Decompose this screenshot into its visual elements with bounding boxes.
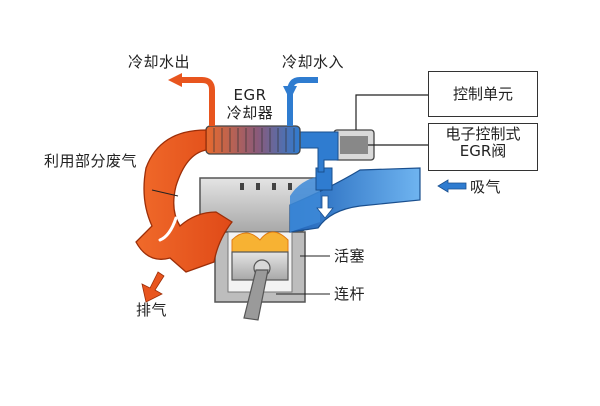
exhaust-manifold xyxy=(135,129,233,273)
leader-lines xyxy=(151,189,330,295)
intake-label: 吸气 xyxy=(470,178,502,196)
connecting-rod-label: 连杆 xyxy=(334,285,366,303)
exhaust-arrow xyxy=(141,271,165,303)
cooled-egr-pipe xyxy=(295,131,339,173)
combustion-flame xyxy=(231,231,289,253)
control-wiring xyxy=(355,94,428,146)
control-unit-label: 控制单元 xyxy=(452,85,513,103)
coolant-out-label: 冷却水出 xyxy=(128,53,191,71)
egr-cooler-label-line2: 冷却器 xyxy=(226,104,274,122)
coolant-in-label: 冷却水入 xyxy=(282,53,345,71)
coolant-in-arrow xyxy=(283,86,297,100)
recirculated-exhaust-label: 利用部分废气 xyxy=(44,152,138,170)
control-unit-box: 控制单元 xyxy=(428,71,538,117)
exhaust-label: 排气 xyxy=(136,301,168,319)
egr-cooler xyxy=(205,125,301,155)
head-vents xyxy=(240,183,292,190)
egr-valve-label-line2: EGR阀 xyxy=(459,142,507,161)
egr-cooler-label-line1: EGR xyxy=(233,86,267,104)
coolant-out-pipe xyxy=(178,77,215,126)
piston-label: 活塞 xyxy=(334,247,366,265)
connecting-rod xyxy=(243,269,269,321)
valve-flow-arrow xyxy=(316,195,334,219)
egr-valve-label-line1: 电子控制式 xyxy=(445,125,521,143)
egr-valve-box: 电子控制式 EGR阀 xyxy=(428,123,538,171)
coolant-out-arrow xyxy=(168,73,182,87)
intake-arrow xyxy=(437,179,467,193)
